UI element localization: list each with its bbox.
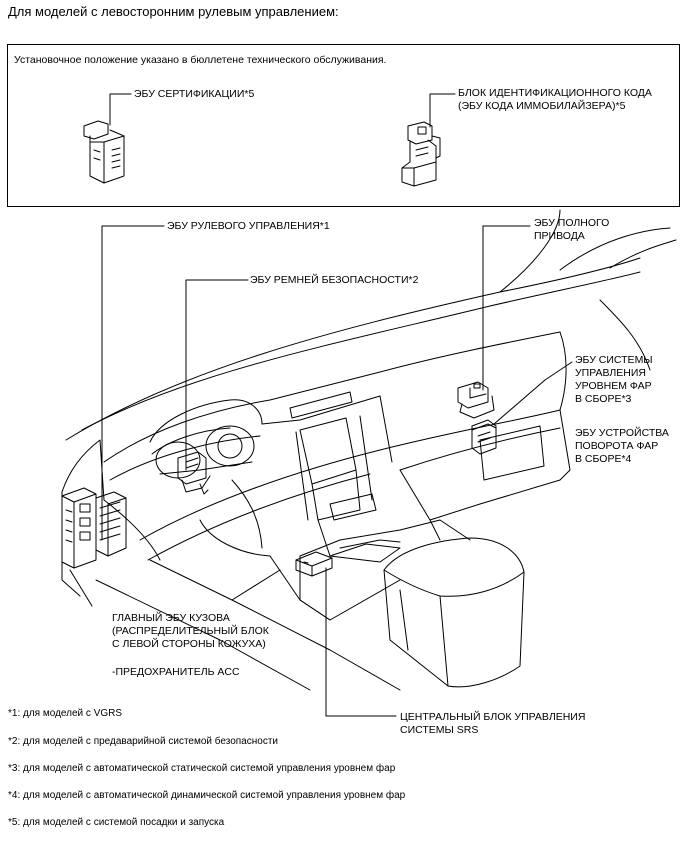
footnote: *3: для моделей с автоматической статиче…: [8, 763, 396, 774]
label-srs-unit: ЦЕНТРАЛЬНЫЙ БЛОК УПРАВЛЕНИЯ СИСТЕМЫ SRS: [400, 711, 586, 736]
label-steering-ecu: ЭБУ РУЛЕВОГО УПРАВЛЕНИЯ*1: [167, 220, 330, 232]
label-headlight-level-ecu: ЭБУ СИСТЕМЫ УПРАВЛЕНИЯ УРОВНЕМ ФАР В СБО…: [575, 354, 653, 405]
steering-ecu-drawing: [95, 491, 127, 557]
page-title: Для моделей с левосторонним рулевым упра…: [8, 4, 339, 19]
label-headlight-swivel-ecu: ЭБУ УСТРОЙСТВА ПОВОРОТА ФАР В СБОРЕ*4: [575, 427, 669, 465]
leader-awd-ecu: [482, 225, 531, 391]
leader-seatbelt-ecu: [185, 279, 249, 471]
awd-ecu-drawing: [457, 381, 495, 419]
footnote: *2: для моделей с предаварийной системой…: [8, 736, 278, 747]
service-bulletin-note: Установочное положение указано в бюллете…: [14, 54, 387, 66]
note-box: [7, 44, 680, 207]
label-main-body-ecu: ГЛАВНЫЙ ЭБУ КУЗОВА (РАСПРЕДЕЛИТЕЛЬНЫЙ БЛ…: [112, 612, 269, 650]
leader-main-body-ecu: [69, 569, 93, 607]
leader-certification-ecu: [109, 93, 132, 126]
dash-upper-edge: [65, 257, 641, 441]
label-awd-ecu: ЭБУ ПОЛНОГО ПРИВОДА: [534, 217, 610, 242]
srs-unit-drawing: [295, 551, 333, 577]
headlight-level-ecu-drawing: [471, 419, 497, 455]
leader-id-code-box: [429, 93, 456, 128]
label-acc-fuse: -ПРЕДОХРАНИТЕЛЬ ACC: [112, 666, 240, 678]
leader-srs-unit: [325, 567, 397, 717]
footnote: *1: для моделей с VGRS: [8, 708, 123, 719]
leader-headlight-level-ecu: [493, 361, 573, 425]
footnote: *4: для моделей с автоматической динамич…: [8, 790, 406, 801]
label-ecu-certification: ЭБУ СЕРТИФИКАЦИИ*5: [134, 88, 255, 100]
seatbelt-ecu-drawing: [177, 451, 211, 495]
main-body-ecu-drawing: [61, 487, 97, 569]
label-id-code-box: БЛОК ИДЕНТИФИКАЦИОННОГО КОДА (ЭБУ КОДА И…: [458, 87, 652, 112]
certification-ecu-drawing: [83, 120, 125, 184]
label-seatbelt-ecu: ЭБУ РЕМНЕЙ БЕЗОПАСНОСТИ*2: [250, 274, 419, 286]
id-code-box-drawing: [401, 121, 441, 187]
footnote: *5: для моделей с системой посадки и зап…: [8, 817, 225, 828]
leader-steering-ecu: [101, 225, 165, 541]
